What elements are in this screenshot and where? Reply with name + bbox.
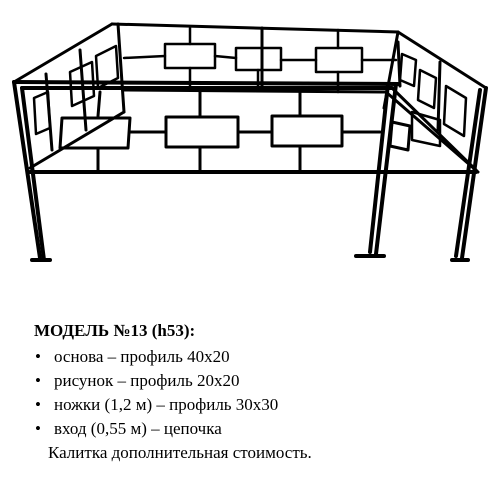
right-side-pattern — [398, 52, 468, 148]
specification-block: МОДЕЛЬ №13 (h53): • основа – профиль 40х2… — [34, 319, 474, 465]
back-panel-pattern — [122, 26, 398, 94]
spec-pattern-text: рисунок – профиль 20х20 — [54, 371, 240, 390]
fence-illustration — [12, 22, 488, 262]
bullet-icon: • — [35, 371, 41, 390]
model-title: МОДЕЛЬ №13 (h53): — [34, 321, 196, 340]
list-item: • рисунок – профиль 20х20 — [34, 369, 474, 393]
back-frame — [110, 22, 400, 114]
list-item: • основа – профиль 40х20 — [34, 345, 474, 369]
bullet-icon: • — [35, 347, 41, 366]
post-feet — [30, 254, 470, 262]
entrance-gate — [388, 86, 478, 172]
front-frame — [12, 80, 488, 262]
spec-list: • основа – профиль 40х20 • рисунок – профи… — [34, 345, 474, 441]
spec-legs-text: ножки (1,2 м) – профиль 30х30 — [54, 395, 279, 414]
gate-note: Калитка дополнительная стоимость. — [48, 443, 312, 462]
bullet-icon: • — [35, 395, 41, 414]
list-item: • вход (0,55 м) – цепочка — [34, 417, 474, 441]
left-side-pattern — [32, 44, 120, 136]
spec-entrance-text: вход (0,55 м) – цепочка — [54, 419, 222, 438]
list-item: • ножки (1,2 м) – профиль 30х30 — [34, 393, 474, 417]
front-panel-pattern — [58, 88, 382, 172]
bullet-icon: • — [35, 419, 41, 438]
spec-base-text: основа – профиль 40х20 — [54, 347, 230, 366]
